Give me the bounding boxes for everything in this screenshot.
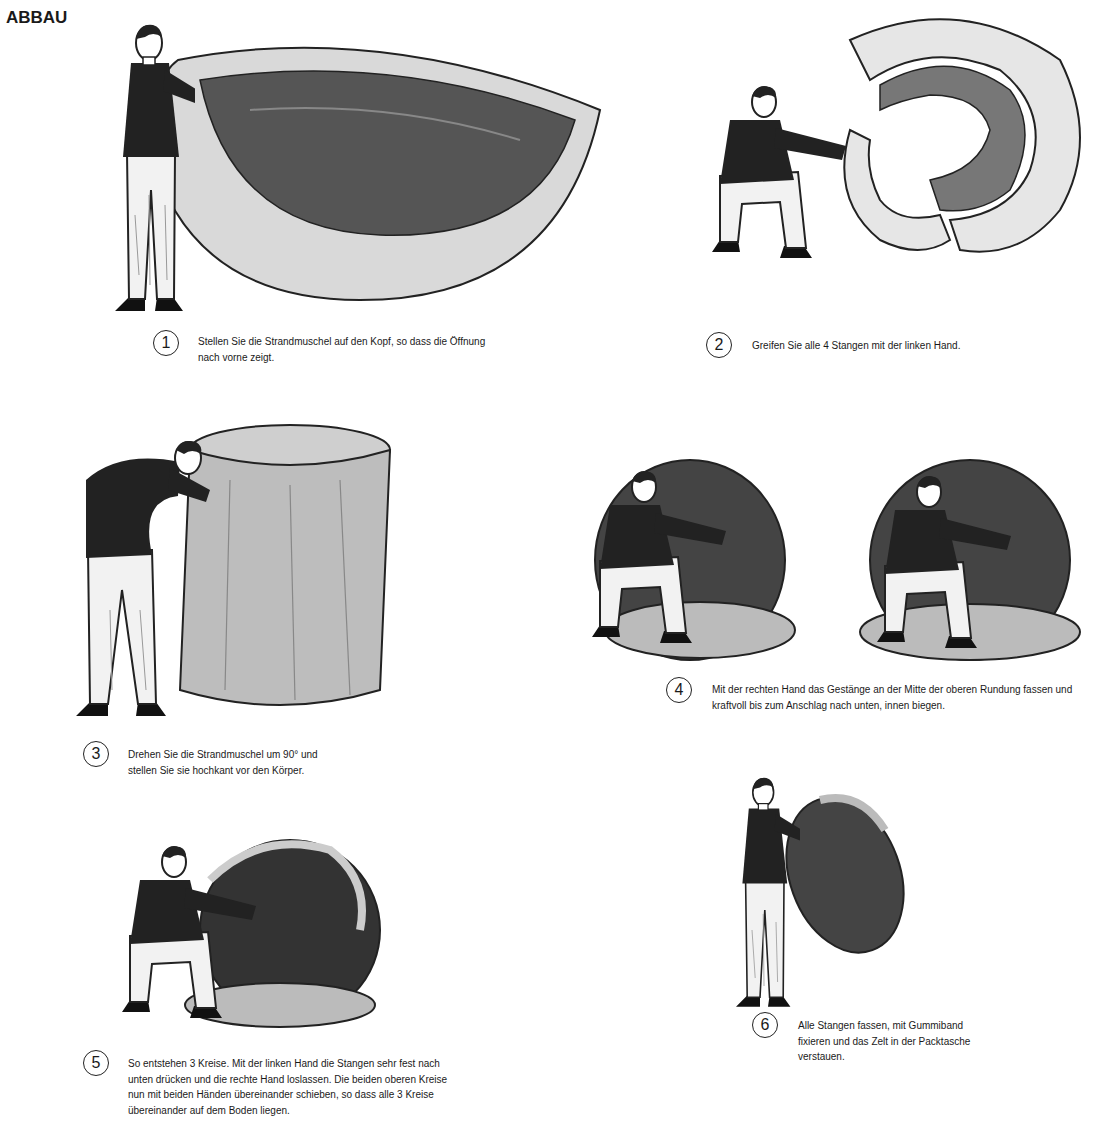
- callout-number: 6: [761, 1017, 770, 1033]
- step-caption: Mit der rechten Hand das Gestänge an der…: [712, 682, 1082, 713]
- callout-circle: 3: [83, 741, 109, 767]
- callout-circle: 1: [153, 330, 179, 356]
- step-caption: Drehen Sie die Strandmuschel um 90° und …: [128, 747, 343, 778]
- title: ABBAU: [6, 8, 67, 28]
- callout-circle: 2: [706, 332, 732, 358]
- callout-circle: 6: [752, 1012, 778, 1038]
- callout-number: 2: [715, 337, 724, 353]
- callout-number: 3: [92, 746, 101, 762]
- callout-circle: 5: [83, 1050, 109, 1076]
- step-caption: So entstehen 3 Kreise. Mit der linken Ha…: [128, 1056, 458, 1118]
- step-caption: Alle Stangen fassen, mit Gummiband fixie…: [798, 1018, 988, 1065]
- callout-number: 5: [92, 1055, 101, 1071]
- callout-circle: 4: [666, 677, 692, 703]
- step-caption: Stellen Sie die Strandmuschel auf den Ko…: [198, 334, 508, 365]
- callout-number: 4: [675, 682, 684, 698]
- step-caption: Greifen Sie alle 4 Stangen mit der linke…: [752, 338, 1052, 354]
- callout-number: 1: [162, 335, 171, 351]
